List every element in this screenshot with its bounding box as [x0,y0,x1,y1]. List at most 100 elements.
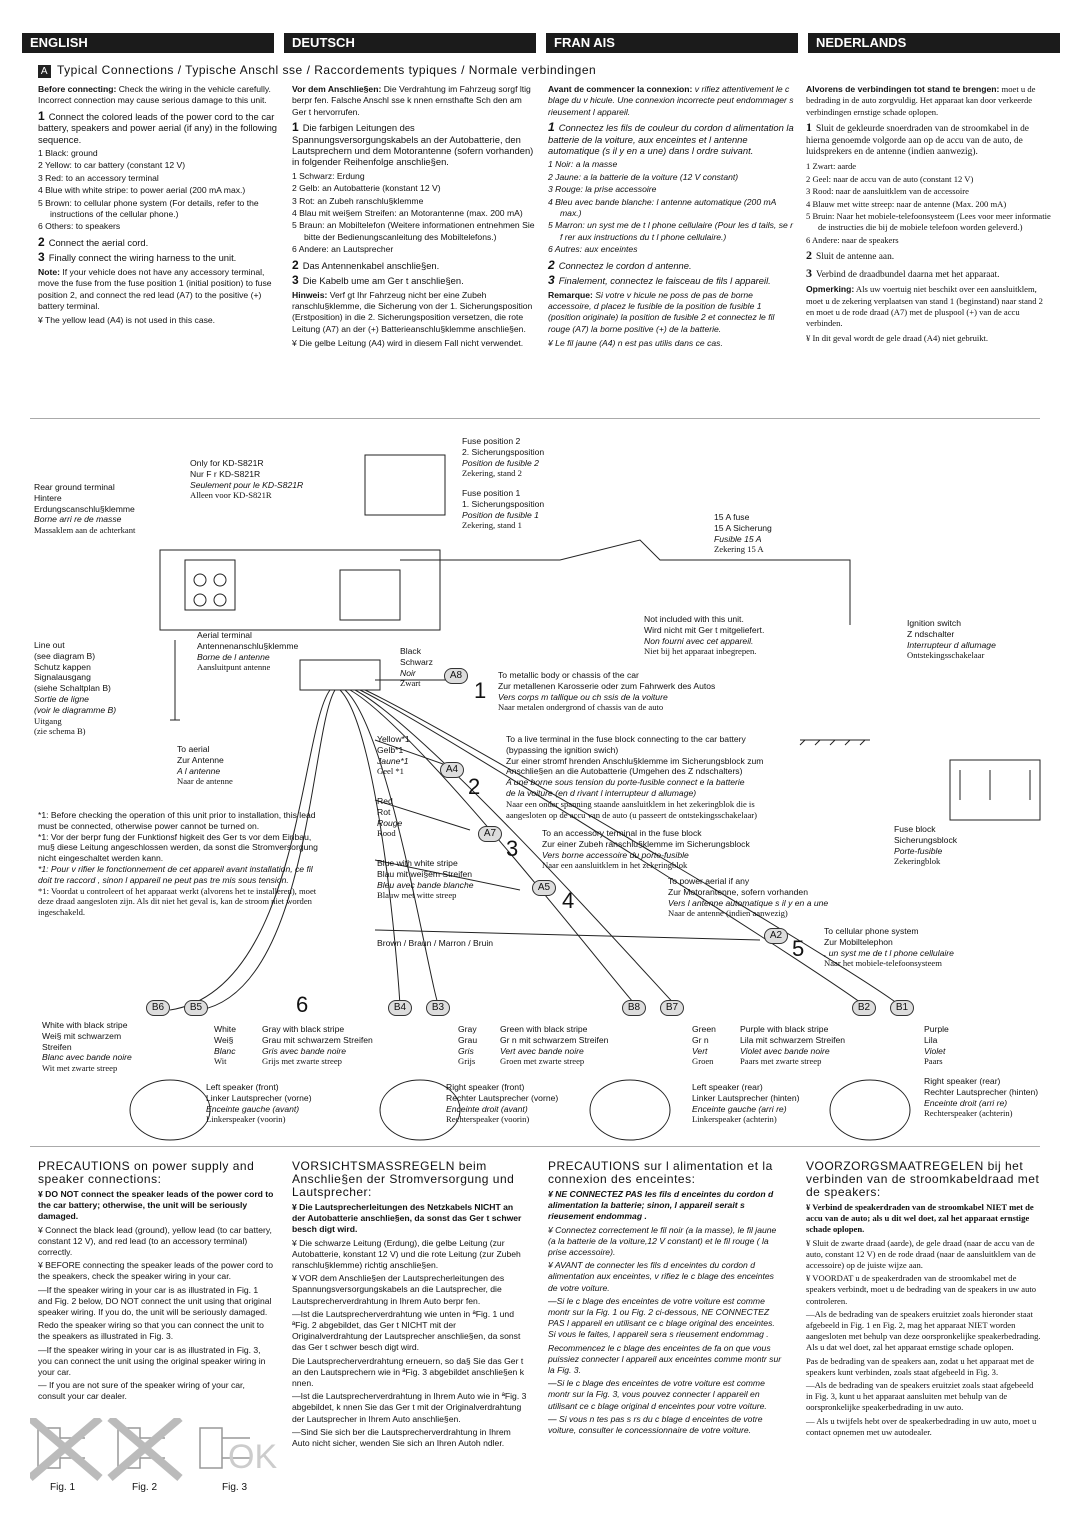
label-line: Gray with black stripe [262,1024,345,1034]
label-line: (see diagram B) [34,650,96,661]
fig-1-label: Fig. 1 [50,1482,76,1493]
precaution-line: —If the speaker wiring in your car is as… [38,1344,266,1378]
step-number: 2 [468,774,481,799]
label-line: Zur einer Zubeh ranschlu§klemme im Siche… [542,838,750,849]
label-line: (voir le diagramme B) [34,704,117,715]
label-line: To power aerial if any [668,876,750,886]
label-line: Blau mit wei§em Streifen [377,868,473,879]
label-line: Rechterspeaker (voorin) [446,1114,530,1125]
label-line: Linker Lautsprecher (hinten) [692,1092,800,1103]
label-line: Enceinte droit (avant) [446,1103,528,1114]
label-line: Enceinte gauche (arri re) [692,1103,787,1114]
list-item: 2 Yellow: to car battery (constant 12 V) [38,160,186,171]
list-item: 4 Blue with white stripe: to power aeria… [38,185,246,196]
label-line: To aerial [177,744,210,754]
precautions-nederlands: VOORZORGSMAATREGELEN bij het verbinden v… [806,1160,1042,1440]
precautions-deutsch: VORSICHTSMASSREGELN beim Anschlie§en der… [292,1160,528,1451]
label-line: Zur metallenen Karosserie oder zum Fahrw… [498,680,716,691]
footnote: *1: Before checking the operation of thi… [38,810,316,831]
label-line: Interrupteur d allumage [907,639,996,650]
label-line: Rear ground terminal [34,482,115,492]
step-1-text: Connect the colored leads of the power c… [38,110,278,145]
speaker-wire-label: Gray Grau Gris Grijs [458,1024,477,1067]
label-line: Gray [458,1024,477,1034]
label-line: Gelb*1 [377,744,404,755]
label-line: Aansluitpunt antenne [197,662,271,673]
precautions-francais: PRECAUTIONS sur l alimentation et la con… [548,1160,784,1438]
label-line: Lila mit schwarzem Streifen [740,1034,846,1045]
label-line: Schwarz [400,656,433,667]
footnotes: *1: Before checking the operation of thi… [38,810,318,918]
label-line: Enceinte gauche (avant) [206,1103,300,1114]
label-line: Enceinte droit (arri re) [924,1097,1008,1108]
list-item: 5 Marron: un syst me de t l phone cellul… [548,220,794,242]
black-lead-label: Black Schwarz Noir Zwart [400,646,433,689]
precaution-line: ¥ VOORDAT u de speakerdraden van de stro… [806,1273,1037,1306]
label-line: Antennenanschlu§klemme [197,640,299,651]
list-item: 4 Bleu avec bande blanche: l antenne aut… [548,196,777,219]
label-line: Gr n [692,1034,709,1045]
label-line: Zekering, stand 1 [462,520,522,531]
label-line: A l antenne [177,765,221,776]
step-number: 1 [474,678,487,703]
power-aerial-label: To power aerial if any Zur Motorantenne,… [668,876,828,919]
precautions-english: PRECAUTIONS on power supply and speaker … [38,1160,274,1405]
precaution-line: ¥ VOR dem Anschlie§en der Lautsprecherle… [292,1273,505,1306]
list-item: 1 Noir: a la masse [548,159,618,170]
speaker-lead-b1: B1 [890,1000,914,1016]
list-item: 5 Brown: to cellular phone system (For d… [38,197,259,220]
label-line: (siehe Schaltplan B) [34,683,111,694]
before-lead: Avant de commencer la connexion: [548,84,693,94]
label-line: 1. Sicherungsposition [462,498,545,509]
lead-a4: A4 [440,762,464,778]
precaution-line: ¥ DO NOT connect the speaker leads of th… [38,1189,274,1222]
lead-list: 1 Schwarz: Erdung 2 Gelb: an Autobatteri… [292,171,536,256]
label-line: Wit met zwarte streep [42,1063,118,1074]
list-item: 4 Blauw met witte streep: naar de antenn… [806,198,1007,209]
label-line: Ontstekingsschakelaar [907,650,985,661]
deutsch-column: Vor dem Anschlie§en: Die Verdrahtung im … [292,84,536,353]
label-line: Zekering 15 A [714,544,764,555]
only-for-label: Only for KD-S821R Nur F r KD-S821R Seule… [190,458,303,501]
label-line: Blauw met witte streep [377,890,457,901]
list-item: 3 Red: to an accessory terminal [38,172,159,183]
ignition-switch-label: Ignition switch Z ndschalter Interrupteu… [907,618,996,661]
step-number: 3 [506,836,519,861]
label-line: Linker Lautsprecher (vorne) [206,1092,312,1103]
label-line: A une borne sous tension du porte-fusibl… [506,777,745,788]
note-text: Si votre v hicule ne poss de pas de born… [548,289,775,334]
step-number: 5 [792,936,805,961]
precaution-line: Redo the speaker wiring so that you can … [38,1320,264,1342]
precaution-line: — If you are not sure of the speaker wir… [38,1380,245,1402]
label-line: Black [400,646,422,656]
label-line: Zekering, stand 2 [462,468,522,479]
fig2-cross [107,1418,183,1482]
precaution-line: —Si le c blage des enceintes de votre vo… [548,1295,775,1340]
note-text: If your vehicle does not have any access… [38,266,272,311]
note-lead: Opmerking: [806,284,855,295]
english-column: Before connecting: Check the wiring in t… [38,84,282,330]
list-item: 3 Rot: an Zubeh ranschlu§klemme [292,195,424,206]
precaution-line: ¥ Connect the black lead (ground), yello… [38,1224,272,1258]
label-line: Vers l antenne automatique s il y en a u… [668,897,829,908]
label-line: Alleen voor KD-S821R [190,490,272,501]
label-line: Fuse position 1 [462,488,521,498]
tab-deutsch: DEUTSCH [284,33,536,53]
label-line: Naar de antenne (indien aanwezig) [668,908,788,919]
accessory-label: To an accessory terminal in the fuse blo… [542,828,750,871]
label-line: Position de fusible 2 [462,457,539,468]
before-lead: Before connecting: [38,84,117,94]
label-line: Gris avec bande noire [262,1045,347,1056]
note-bullet: ¥ The yellow lead (A4) is not used in th… [38,315,216,326]
list-item: 5 Bruin: Naar het mobiele-telefoonsystee… [806,211,1051,233]
precaution-line: —Sind Sie sich ber die Lautsprecherverdr… [292,1426,511,1449]
label-line: Schutz kappen [34,661,91,672]
footnote: *1: Vor der berpr fung der Funktionsf hi… [38,831,318,864]
precaution-line: —Als de bedrading van de speakers eruitz… [806,1308,1041,1353]
